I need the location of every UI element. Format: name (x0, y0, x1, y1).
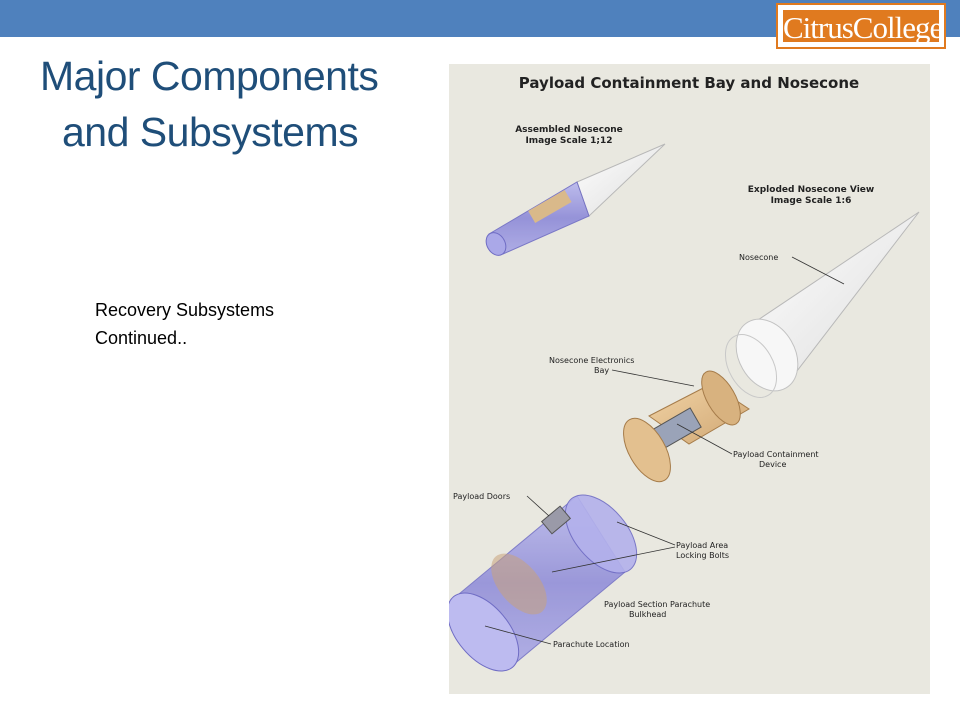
label-locking-1: Payload Area (676, 541, 728, 550)
exploded-label-2: Image Scale 1:6 (771, 196, 852, 206)
leader-electronics-bay (611, 369, 695, 387)
label-electronics-bay-1: Nosecone Electronics (549, 356, 634, 365)
leader-containment (676, 423, 733, 455)
payload-diagram-svg: Payload Containment Bay and Nosecone Ass… (449, 74, 920, 672)
leader-locking-b (551, 546, 676, 573)
slide-title: Major Components and Subsystems (40, 48, 460, 160)
title-line-2: and Subsystems (62, 109, 359, 155)
label-nosecone: Nosecone (739, 253, 778, 262)
label-doors: Payload Doors (453, 492, 510, 501)
payload-section-tube (449, 494, 638, 672)
leader-locking-a (616, 521, 676, 546)
assembled-nosecone (485, 143, 666, 256)
label-bulkhead-1: Payload Section Parachute (604, 600, 710, 609)
payload-diagram: Payload Containment Bay and Nosecone Ass… (449, 64, 930, 694)
label-bulkhead-2: Bulkhead (629, 610, 666, 619)
payload-containment-assembly (623, 370, 750, 483)
leader-nosecone (791, 256, 845, 285)
assembled-label-1: Assembled Nosecone (515, 125, 623, 135)
label-electronics-bay-2: Bay (594, 366, 609, 375)
leader-doors (526, 495, 550, 517)
label-containment-1: Payload Containment (733, 450, 819, 459)
logo-text: CitrusCollege (783, 10, 941, 44)
label-locking-2: Locking Bolts (676, 551, 729, 560)
exploded-nosecone (724, 211, 920, 398)
leader-parachute (484, 625, 552, 645)
figure-title: Payload Containment Bay and Nosecone (519, 74, 859, 92)
exploded-label-1: Exploded Nosecone View (748, 185, 874, 195)
citrus-college-logo: CitrusCollege (776, 3, 946, 49)
slide-body: Recovery Subsystems Continued.. (95, 296, 395, 352)
title-line-1: Major Components (40, 53, 379, 99)
body-line-2: Continued.. (95, 328, 188, 348)
label-containment-2: Device (759, 460, 786, 469)
assembled-label-2: Image Scale 1;12 (525, 136, 612, 146)
body-line-1: Recovery Subsystems (95, 300, 275, 320)
label-parachute: Parachute Location (553, 640, 630, 649)
